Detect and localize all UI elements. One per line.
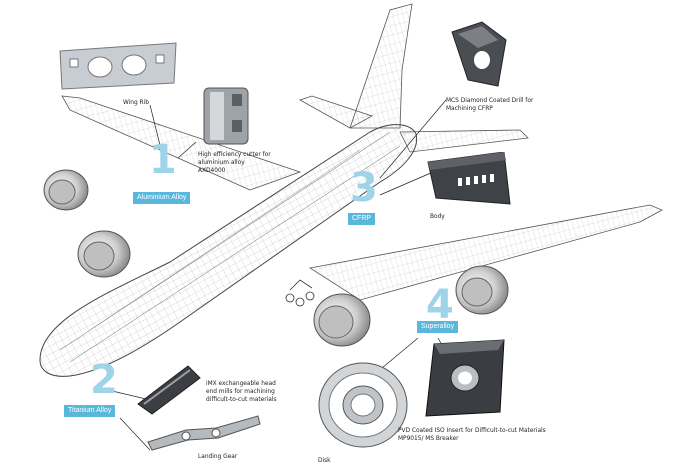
engine-lower-outer — [455, 265, 509, 315]
section-number-4: 4 — [426, 282, 454, 328]
fuselage — [39, 124, 418, 377]
insert-caption-line-1: PVD Coated ISO Insert for Difficult-to-c… — [398, 426, 546, 434]
leader-endmill — [107, 389, 151, 401]
endmill-caption-line-2: end mills for machining — [206, 387, 275, 396]
leader-cutter — [177, 141, 197, 159]
landing-gear-image — [147, 415, 261, 451]
endmill-caption-line-3: difficult-to-cut materials — [206, 395, 277, 404]
endmill-image — [137, 365, 201, 415]
cutter-caption-line-1: High efficiency cutter for — [198, 150, 271, 158]
vertical-tail — [349, 3, 413, 129]
section-number-3: 3 — [350, 165, 378, 211]
disk-image — [318, 362, 408, 448]
disk-label: Disk — [318, 456, 331, 464]
cutter-image — [203, 87, 249, 145]
lower-wing — [308, 204, 663, 301]
cutter-caption-line-2: aluminium alloy — [198, 158, 245, 167]
leader-drill — [379, 99, 447, 179]
cutter-caption: High efficiency cutter for aluminium all… — [198, 150, 271, 174]
h-stabilizer-left — [299, 95, 373, 129]
insert-caption-line-2: MP9015/ MS Breaker — [398, 434, 459, 443]
leader-disk — [381, 337, 419, 369]
section-number-1: 1 — [149, 137, 177, 183]
section-number-2: 2 — [90, 357, 118, 403]
engine-upper-inner — [77, 230, 131, 278]
engine-lower-inner — [313, 293, 371, 347]
drill-caption: MCS Diamond Coated Drill for Machining C… — [446, 96, 533, 112]
leader-gear — [119, 417, 151, 451]
drill-caption-line-2: Machining CFRP — [446, 104, 493, 113]
material-tag-cfrp: CFRP — [348, 213, 376, 225]
body-label: Body — [430, 212, 445, 220]
material-tag-superalloy: Superalloy — [417, 321, 459, 333]
wing-rib-image — [59, 42, 177, 90]
material-tag-aluminium: Aluminium Alloy — [133, 192, 191, 204]
material-tag-titanium: Titanium Alloy — [64, 405, 116, 417]
h-stabilizer-right — [399, 129, 529, 153]
insert-image — [425, 339, 505, 417]
wing-rib-label: Wing Rib — [123, 98, 149, 106]
insert-caption: PVD Coated ISO Insert for Difficult-to-c… — [398, 426, 546, 442]
endmill-caption: iMX exchangeable head end mills for mach… — [206, 379, 277, 403]
landing-gear-label: Landing Gear — [198, 452, 238, 460]
leader-wing-rib — [149, 104, 166, 166]
endmill-caption-line-1: iMX exchangeable head — [206, 379, 276, 387]
upper-wing — [61, 95, 302, 191]
landing-gear-wireframe — [285, 279, 315, 307]
cutter-caption-line-3: AXD4000 — [198, 166, 226, 175]
drill-caption-line-1: MCS Diamond Coated Drill for — [446, 96, 534, 104]
engine-upper-outer — [43, 169, 89, 211]
drill-image — [451, 21, 507, 87]
leader-body — [379, 171, 434, 196]
body-section-image — [427, 152, 511, 205]
